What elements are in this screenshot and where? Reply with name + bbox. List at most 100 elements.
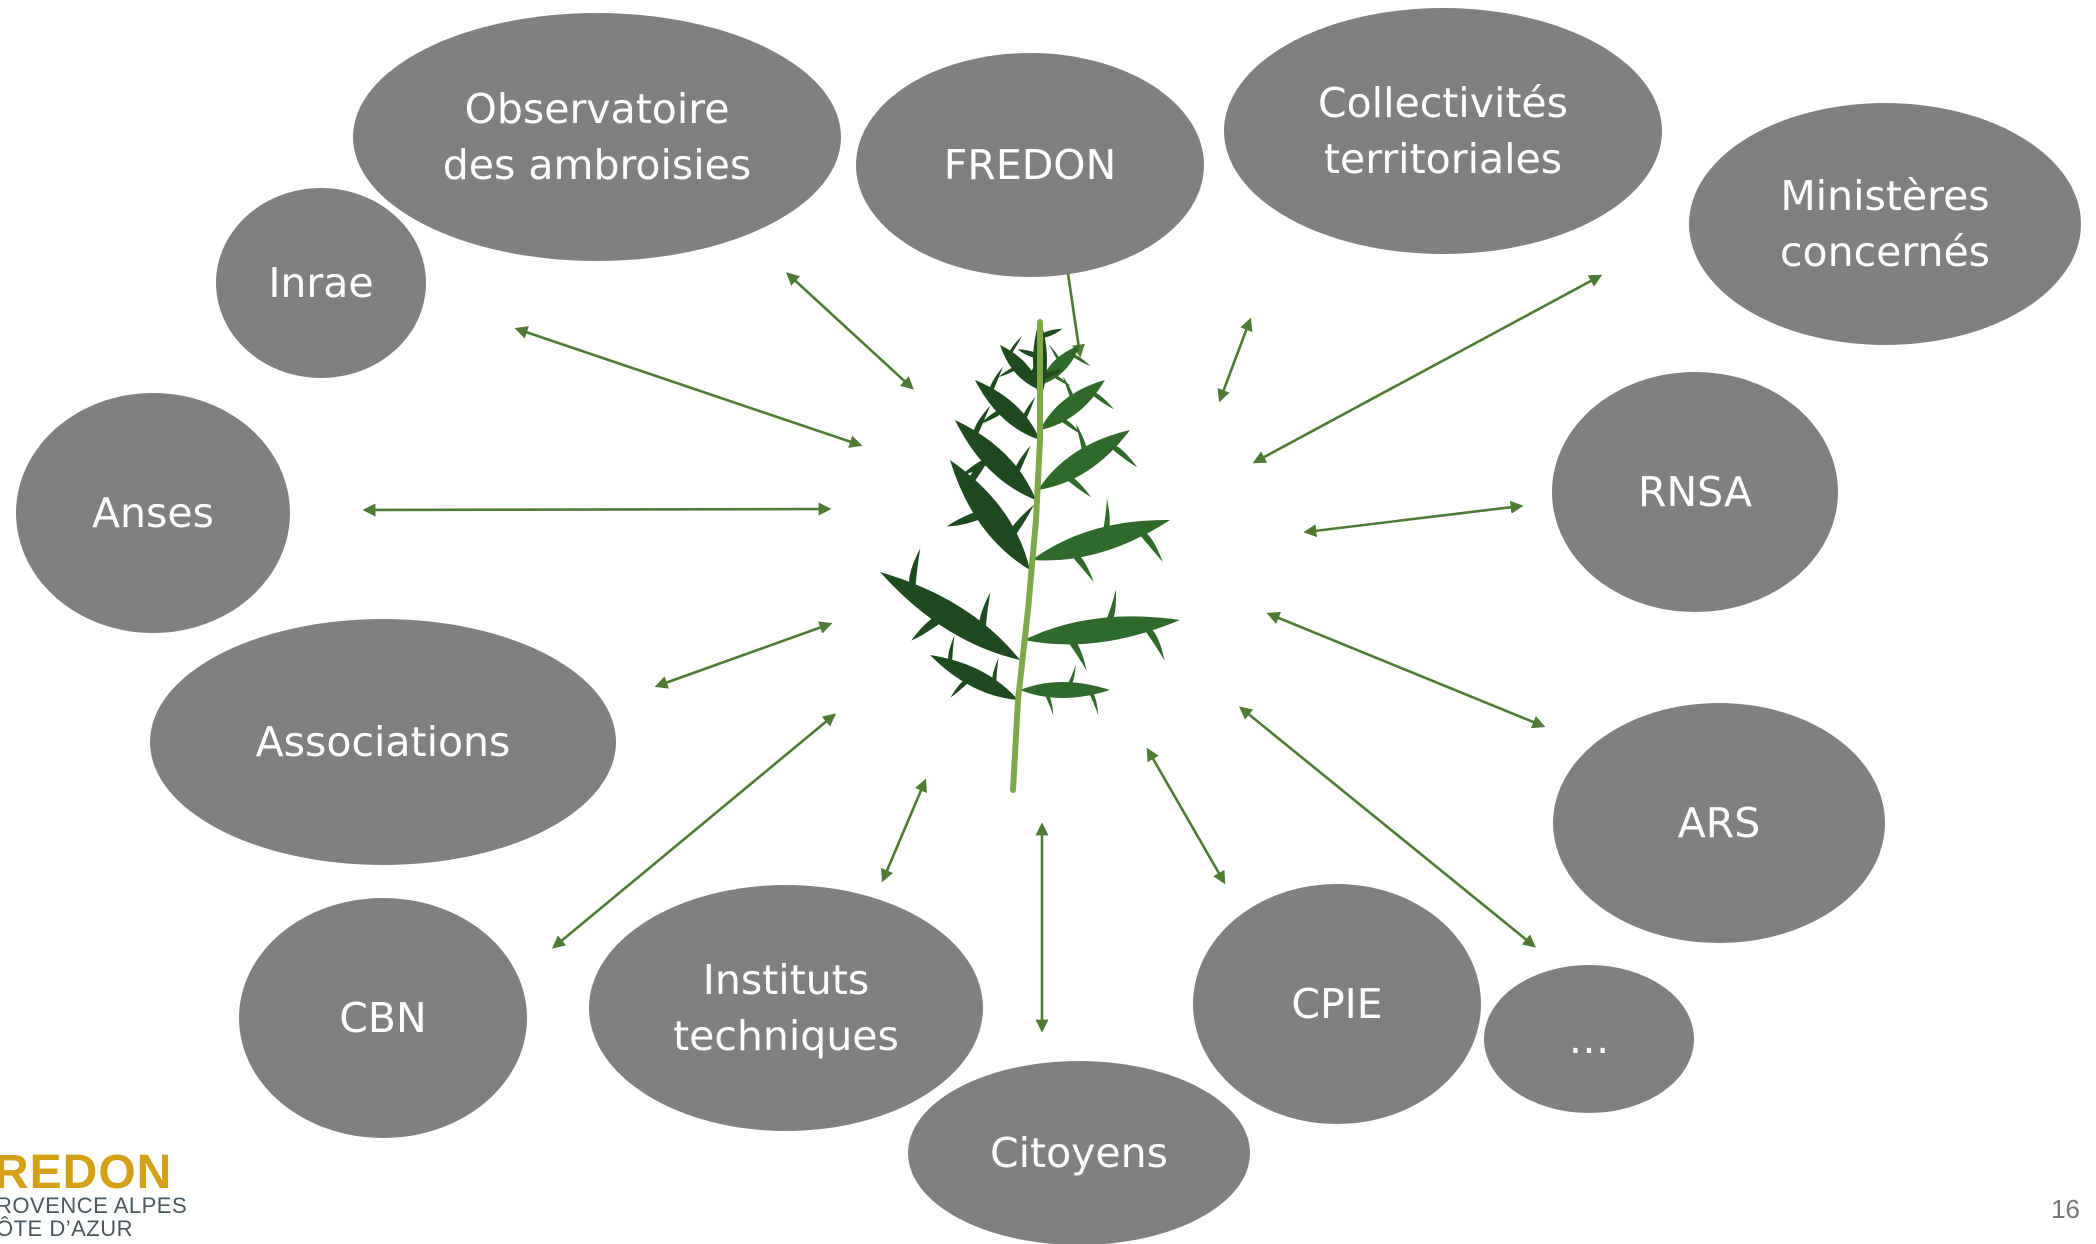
node-label: Associations <box>256 718 511 766</box>
node-label: territoriales <box>1324 135 1562 183</box>
node-rnsa: RNSA <box>1552 372 1838 612</box>
node-ellipse <box>239 898 527 1138</box>
bidirectional-arrow <box>786 272 914 390</box>
node-ellipse <box>1193 884 1481 1124</box>
node-label: Anses <box>92 489 214 537</box>
page-number: 16 <box>2051 1194 2080 1224</box>
bidirectional-arrow <box>1061 257 1085 358</box>
arrows <box>362 257 1603 1033</box>
leaf-lobe <box>1066 549 1094 583</box>
bidirectional-arrow <box>1217 317 1253 403</box>
node-anses: Anses <box>16 393 290 633</box>
node-ellipse <box>856 53 1204 277</box>
leaf-lobe <box>1013 445 1031 480</box>
node-ellipse <box>1689 103 2081 345</box>
node-ministeres: Ministères concernés <box>1689 103 2081 345</box>
node-cbn: CBN <box>239 898 527 1138</box>
node-ellipse <box>16 393 290 633</box>
node-ellipse <box>353 13 841 261</box>
leaf-lobe <box>1009 335 1022 357</box>
node-ellipse <box>589 885 983 1131</box>
leaf-lobe <box>950 676 974 698</box>
leaf-lobe <box>998 366 1020 377</box>
ragweed-leaf-image <box>880 318 1180 793</box>
leaf-lobe <box>946 511 990 527</box>
leaf-lobe <box>1101 498 1110 540</box>
node-label: Inrae <box>268 259 373 307</box>
node-cpie: CPIE <box>1193 884 1481 1124</box>
node-label: des ambroisies <box>443 141 752 189</box>
leaf-lobe <box>1056 416 1082 435</box>
leaf-lobe <box>1063 634 1087 671</box>
logo-line-1: ROVENCE ALPES <box>0 1193 187 1218</box>
leaf-lobe <box>911 614 950 641</box>
leaf-lobe <box>1050 374 1071 387</box>
leaf-lobe <box>980 408 1008 424</box>
node-instituts: Instituts techniques <box>589 885 983 1131</box>
node-label: concernés <box>1780 228 1990 276</box>
node-label: techniques <box>673 1012 899 1060</box>
node-ellipse <box>216 188 426 378</box>
leaf-lobe <box>1040 328 1063 339</box>
node-inrae: Inrae <box>216 188 426 378</box>
leaf-lobe <box>1070 354 1091 367</box>
node-fredon: FREDON <box>856 53 1204 277</box>
logo-brand: REDON <box>0 1146 172 1199</box>
fredon-logo: REDON ROVENCE ALPES ÔTE D’AZUR <box>0 1146 187 1241</box>
leaf-lobe <box>1042 690 1054 716</box>
leaf-lobe <box>1107 443 1138 468</box>
node-collectivites: Collectivités territoriales <box>1224 8 1662 254</box>
leaf-lobe <box>1061 473 1092 498</box>
bidirectional-arrow <box>551 713 837 949</box>
node-label: Citoyens <box>990 1129 1168 1177</box>
node-label: Instituts <box>703 956 869 1004</box>
node-label: … <box>1569 1015 1610 1063</box>
leaf-lobe <box>961 457 996 476</box>
node-label: FREDON <box>944 141 1117 189</box>
bidirectional-arrow <box>1146 747 1226 885</box>
leaf-lobe <box>1048 344 1061 365</box>
bidirectional-arrow <box>1238 706 1537 948</box>
leaf-lobe <box>1102 589 1117 630</box>
node-associations: Associations <box>150 619 616 865</box>
leaflet <box>1024 616 1180 645</box>
bidirectional-arrow <box>362 502 832 517</box>
node-observatoire: Observatoire des ambroisies <box>353 13 841 261</box>
node-label: CPIE <box>1291 980 1382 1028</box>
leaf-lobe <box>1017 349 1040 359</box>
stakeholder-nodes: Observatoire des ambroisies FREDON Collecti… <box>16 8 2081 1244</box>
node-label: RNSA <box>1638 468 1752 516</box>
leaf-lobe <box>948 635 955 667</box>
leaf-lobe <box>1135 529 1163 563</box>
node-label: ARS <box>1678 799 1761 847</box>
logo-line-2: ÔTE D’AZUR <box>0 1216 133 1241</box>
bidirectional-arrow <box>1266 611 1546 729</box>
node-ellipse <box>1224 8 1662 254</box>
node-ellipse <box>150 619 616 865</box>
node-ellipse <box>1553 703 1885 943</box>
leaf-lobe <box>979 592 991 638</box>
leaf-lobe <box>1022 396 1036 425</box>
leaf-lobe <box>1008 504 1035 543</box>
bidirectional-arrow <box>881 778 927 883</box>
bidirectional-arrow <box>654 621 833 689</box>
node-label: CBN <box>339 994 426 1042</box>
node-label: Ministères <box>1780 172 1989 220</box>
leaf-lobe <box>1088 391 1115 410</box>
leaf-lobe <box>1040 369 1063 380</box>
node-label: Observatoire <box>465 85 730 133</box>
node-ellipse <box>1552 372 1838 612</box>
leaf-stem <box>1010 319 1043 793</box>
node-ars: ARS <box>1553 703 1885 943</box>
leaf-lobe <box>989 366 1003 395</box>
leaf-lobe <box>1087 690 1099 716</box>
node-ellipse <box>1484 965 1694 1113</box>
bidirectional-arrow <box>1303 500 1524 538</box>
node-citoyens: Citoyens <box>908 1061 1250 1244</box>
node-etc: … <box>1484 965 1694 1113</box>
leaf-lobe <box>992 657 999 689</box>
bidirectional-arrow <box>514 326 863 448</box>
bidirectional-arrow <box>1252 274 1603 464</box>
node-label: Collectivités <box>1318 79 1568 127</box>
